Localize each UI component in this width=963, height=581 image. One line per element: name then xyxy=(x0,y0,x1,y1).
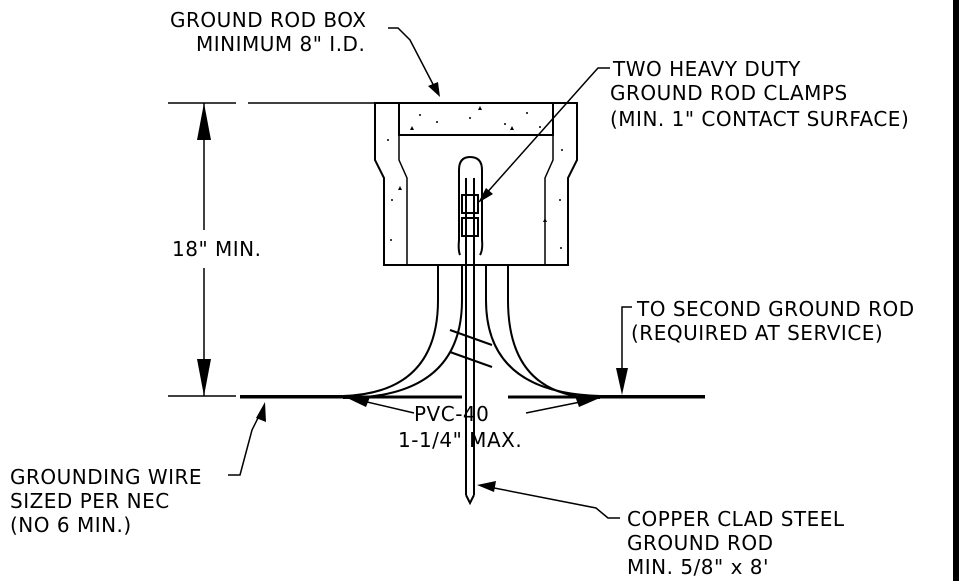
pvc-conduit xyxy=(240,155,705,399)
rod-label-1: COPPER CLAD STEEL xyxy=(627,507,845,531)
wire-label-1: GROUNDING WIRE xyxy=(10,465,202,489)
clamps-label-2: GROUND ROD CLAMPS xyxy=(610,81,848,105)
ground-rod xyxy=(461,178,479,506)
rod-label-2: GROUND ROD xyxy=(627,531,774,555)
box-label-2: MINIMUM 8" I.D. xyxy=(196,32,365,56)
leader-wire xyxy=(228,402,266,476)
rod-label-3: MIN. 5/8" x 8' xyxy=(627,555,769,579)
clamp-lower xyxy=(461,217,479,237)
second-rod-label-2: (REQUIRED AT SERVICE) xyxy=(631,321,883,345)
leader-pvc xyxy=(343,396,602,414)
wire-label-3: (NO 6 MIN.) xyxy=(10,513,132,537)
depth-dimension: 18" MIN. xyxy=(168,102,375,397)
leader-second-rod xyxy=(616,306,632,395)
leader-rod xyxy=(477,481,620,519)
clamps-label-3: (MIN. 1" CONTACT SURFACE) xyxy=(610,107,909,131)
depth-label: 18" MIN. xyxy=(172,237,261,261)
clamp-upper xyxy=(461,194,479,214)
concrete-texture xyxy=(387,106,563,249)
ground-rod-box xyxy=(374,102,578,266)
clamps-label-1: TWO HEAVY DUTY xyxy=(612,57,801,81)
pvc-label-1: PVC-40 xyxy=(414,402,489,426)
box-label-1: GROUND ROD BOX xyxy=(170,8,366,32)
wire-label-2: SIZED PER NEC xyxy=(10,489,170,513)
leader-clamps xyxy=(478,67,610,203)
leader-box xyxy=(388,27,440,97)
pvc-label-2: 1-1/4" MAX. xyxy=(398,428,522,452)
second-rod-label-1: TO SECOND GROUND ROD xyxy=(636,297,915,321)
